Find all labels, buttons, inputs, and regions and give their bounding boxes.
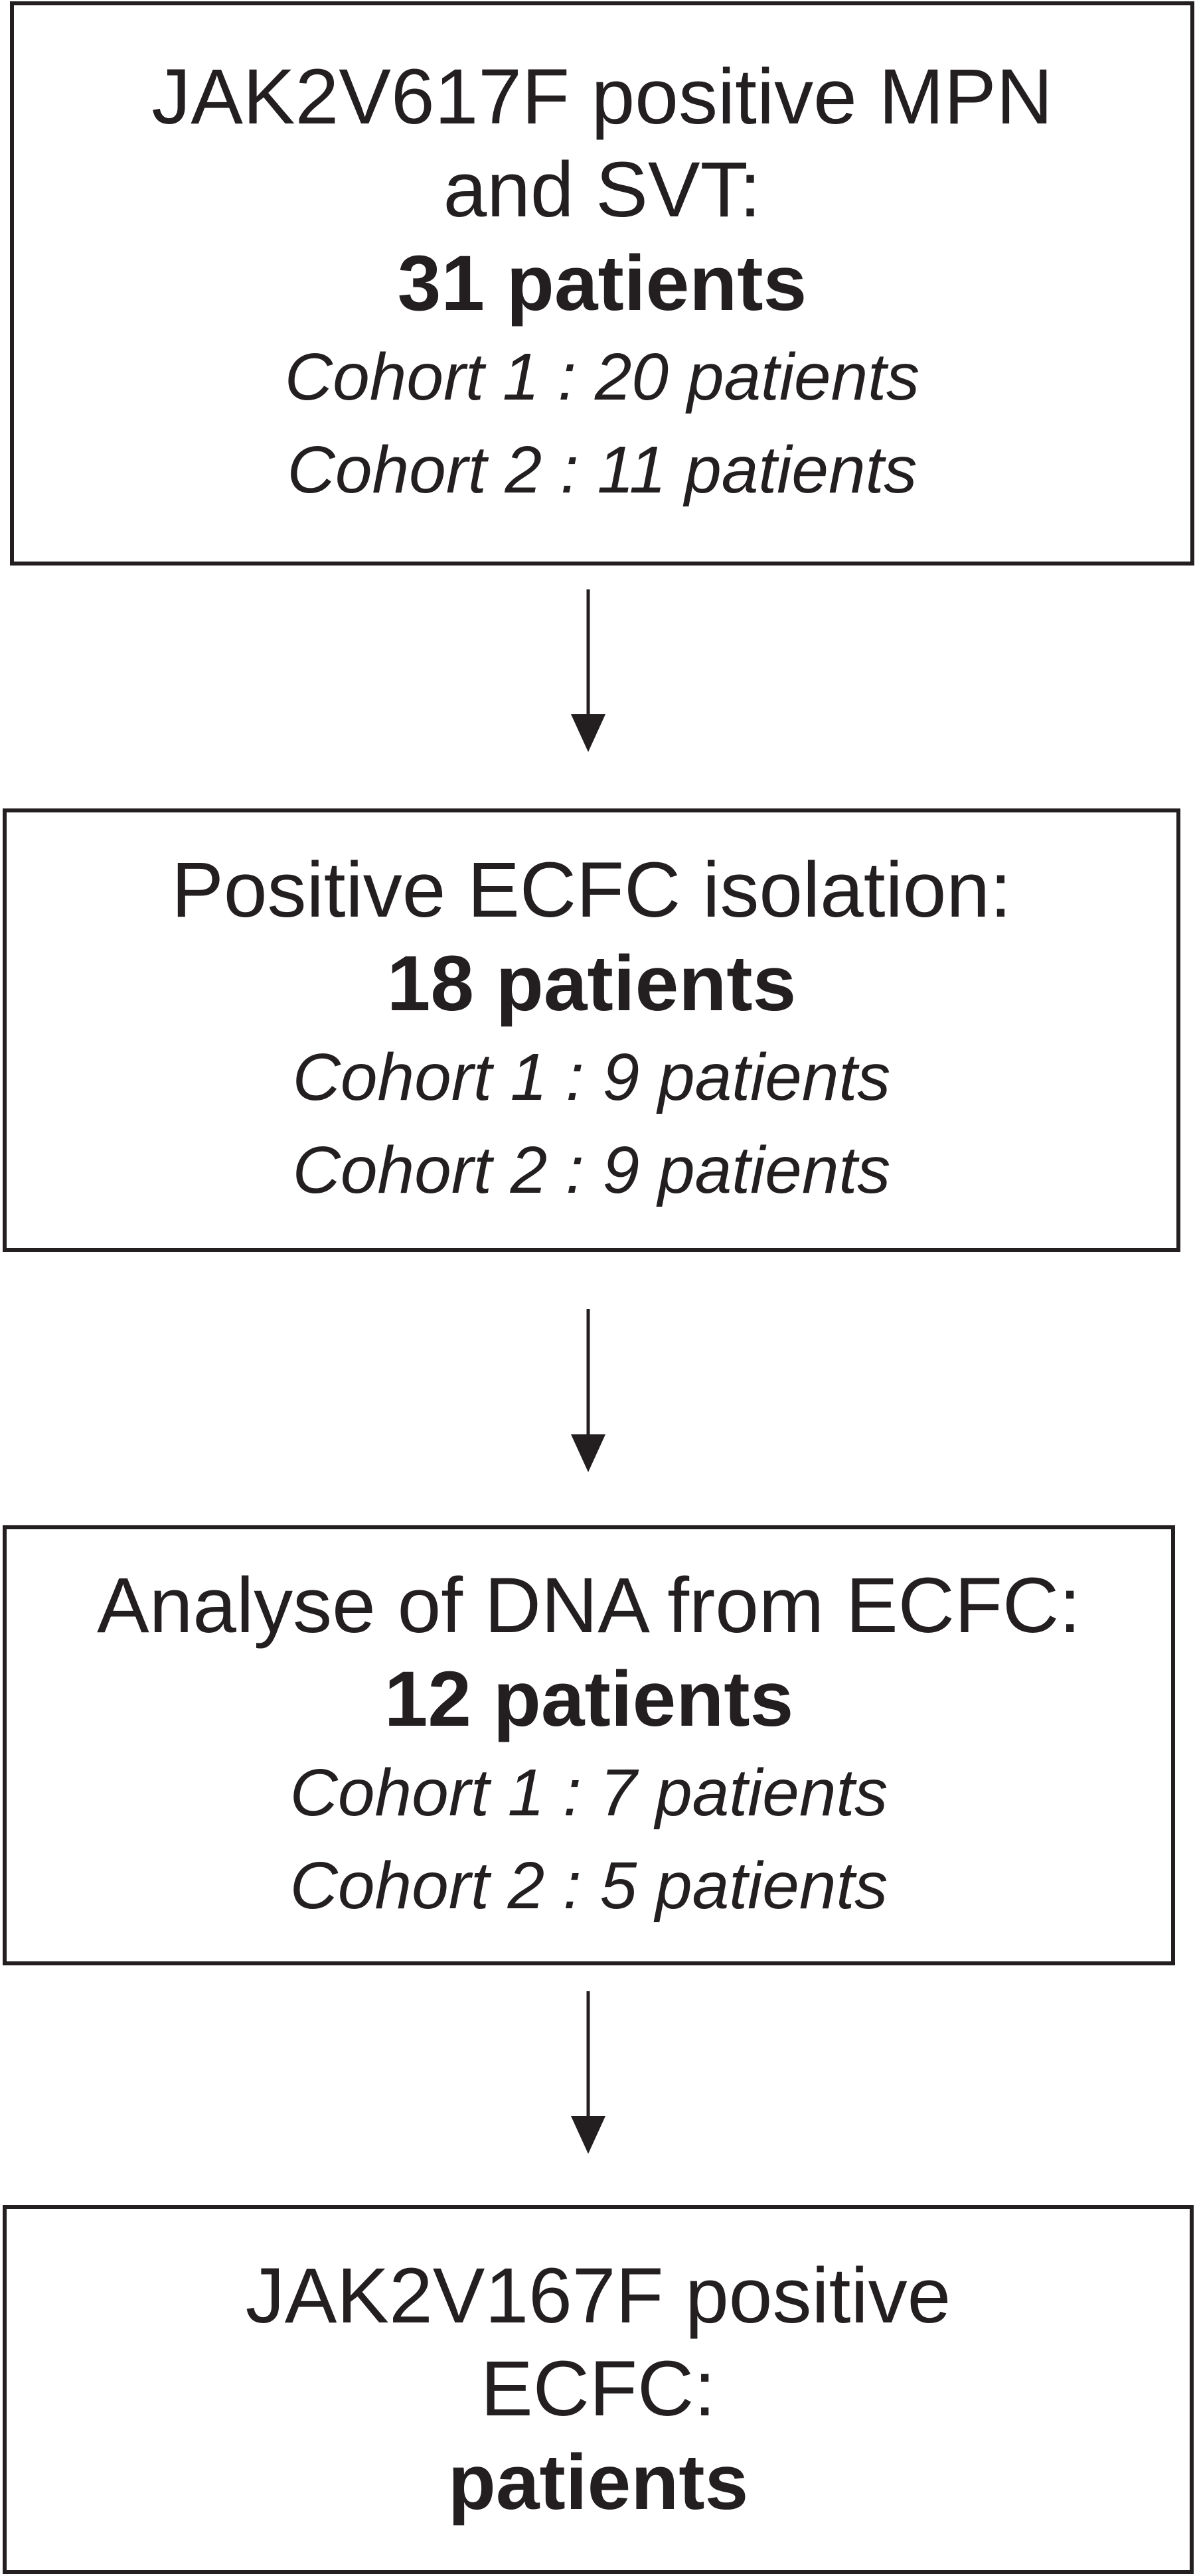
arrow-down-1 [571, 589, 605, 752]
step-1-heading-line-2: and SVT: [443, 146, 761, 234]
step-3-cohort-1: Cohort 1 : 7 patients [289, 1755, 888, 1830]
step-4-patient-count: patients [447, 2439, 749, 2526]
step-2-cohort-1: Cohort 1 : 9 patients [292, 1040, 891, 1114]
step-box-positive-ecfc: JAK2V167F positive ECFC: patients [3, 2205, 1194, 2574]
step-1-heading-line-1: JAK2V617F positive MPN [151, 53, 1053, 141]
step-1-cohort-2: Cohort 2 : 11 patients [287, 433, 917, 507]
arrow-down-2 [571, 1309, 605, 1472]
step-4-heading-line-1: JAK2V167F positive [245, 2252, 951, 2340]
step-3-patient-count: 12 patients [384, 1655, 794, 1743]
step-box-initial-cohort: JAK2V617F positive MPN and SVT: 31 patie… [10, 1, 1194, 566]
step-2-patient-count: 18 patients [386, 940, 797, 1027]
step-box-ecfc-isolation: Positive ECFC isolation: 18 patients Coh… [3, 808, 1180, 1252]
step-3-cohort-2: Cohort 2 : 5 patients [289, 1848, 888, 1923]
step-3-heading: Analyse of DNA from ECFC: [97, 1561, 1081, 1649]
step-box-dna-analysis: Analyse of DNA from ECFC: 12 patients Co… [3, 1525, 1175, 1965]
step-1-cohort-1: Cohort 1 : 20 patients [284, 340, 920, 414]
arrow-down-3 [571, 1991, 605, 2154]
step-2-heading: Positive ECFC isolation: [171, 846, 1012, 934]
step-4-heading-line-2: ECFC: [481, 2345, 716, 2433]
step-2-cohort-2: Cohort 2 : 9 patients [292, 1133, 891, 1207]
step-1-patient-count: 31 patients [397, 240, 807, 327]
